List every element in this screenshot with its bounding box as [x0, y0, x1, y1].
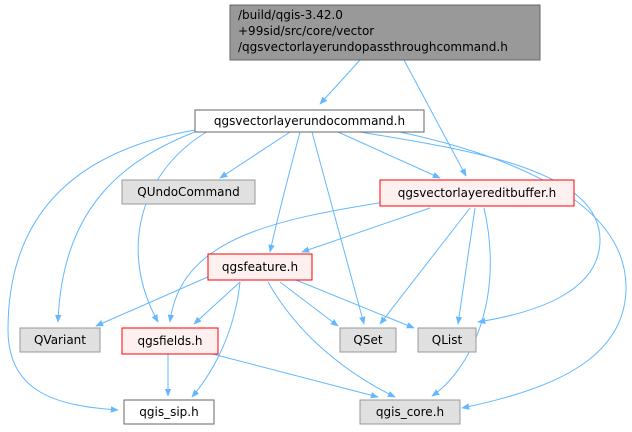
node-feature[interactable]: qgsfeature.h [207, 253, 313, 281]
node-fields-label: qgsfields.h [137, 334, 202, 348]
edge-undocmd-to-qundo [219, 131, 291, 179]
edge-root-to-editbuf [403, 59, 467, 177]
edge-editbuf-to-core [431, 207, 491, 397]
node-undocmd[interactable]: qgsvectorlayerundocommand.h [194, 109, 425, 133]
edge-editbuf-to-fields [167, 201, 386, 323]
node-editbuf[interactable]: qgsvectorlayereditbuffer.h [379, 179, 575, 207]
edge-undocmd-to-fields [137, 129, 211, 323]
edge-feature-to-sip [191, 281, 241, 398]
edge-feature-to-qvariant [95, 275, 211, 327]
node-sip-label: qgis_sip.h [139, 405, 198, 419]
edge-fields-to-core [204, 351, 379, 399]
edge-feature-to-fields [193, 281, 241, 325]
edge-undocmd-to-sip [7, 129, 196, 413]
nodes: /build/qgis-3.42.0 +99sid/src/core/vecto… [19, 4, 575, 425]
node-qundo-label: QUndoCommand [137, 185, 239, 199]
node-feature-label: qgsfeature.h [222, 260, 298, 274]
node-qset-label: QSet [353, 333, 382, 347]
edge-feature-to-qlist [295, 279, 415, 329]
node-qvariant[interactable]: QVariant [19, 327, 101, 353]
edge-undocmd-to-feature [268, 131, 301, 253]
node-root-line-1: /build/qgis-3.42.0 [238, 8, 343, 22]
node-root-header[interactable]: /build/qgis-3.42.0 +99sid/src/core/vecto… [229, 4, 541, 61]
edge-undocmd-to-qvariant [55, 129, 201, 323]
edge-feature-to-core [267, 281, 396, 398]
node-fields[interactable]: qgsfields.h [121, 327, 219, 355]
node-qundo[interactable]: QUndoCommand [121, 179, 256, 205]
edge-undocmd-to-qlist [359, 131, 601, 325]
edge-editbuf-to-qset [379, 207, 471, 325]
node-undocmd-label: qgsvectorlayerundocommand.h [214, 114, 405, 128]
node-qvariant-label: QVariant [34, 333, 86, 347]
edge-undocmd-to-editbuf [337, 131, 441, 179]
node-root-line-3: /qgsvectorlayerundopassthroughcommand.h [238, 40, 508, 54]
node-qlist-label: QList [432, 333, 463, 347]
node-qlist[interactable]: QList [417, 327, 477, 353]
node-core[interactable]: qgis_core.h [359, 399, 461, 425]
node-qset[interactable]: QSet [339, 327, 397, 353]
node-sip[interactable]: qgis_sip.h [123, 399, 215, 425]
edge-undocmd-to-qset [311, 131, 366, 325]
node-root-line-2: +99sid/src/core/vector [238, 24, 374, 38]
edge-root-to-undocmd [319, 59, 361, 105]
edge-undocmd-to-core [399, 131, 627, 410]
edges [7, 59, 627, 413]
edge-editbuf-to-qlist [455, 207, 476, 325]
node-core-label: qgis_core.h [376, 405, 444, 419]
node-editbuf-label: qgsvectorlayereditbuffer.h [398, 186, 557, 200]
edge-editbuf-to-feature [301, 207, 431, 253]
edge-feature-to-qset [279, 281, 339, 327]
